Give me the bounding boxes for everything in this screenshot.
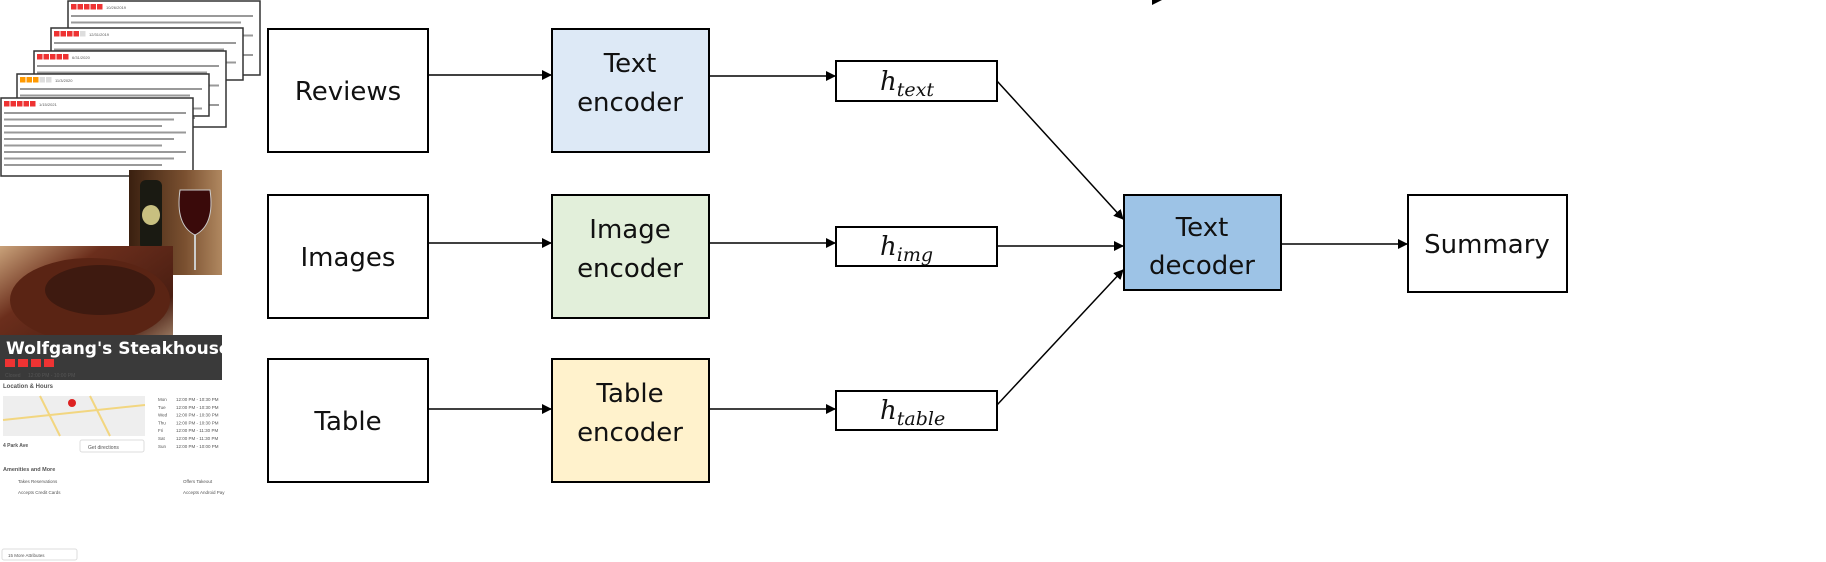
amenity-item: Accepts Android Pay — [183, 490, 225, 495]
h-subscript: text — [897, 79, 935, 101]
more-attributes-button: 15 More Attributes — [8, 553, 45, 558]
amenity-item: Offers Takeout — [183, 479, 213, 484]
business-table-thumbnail: Wolfgang's Steakhouse Closed 12:00 PM - … — [0, 335, 230, 561]
hours-time: 12:00 PM - 11:30 PM — [176, 428, 218, 433]
hours-time: 12:00 PM - 10:30 PM — [176, 397, 219, 402]
encoder-label: encoder — [577, 418, 683, 448]
get-directions-button: Get directions — [88, 445, 119, 451]
address: 4 Park Ave — [3, 443, 28, 449]
input-box-images: Images — [267, 194, 429, 319]
food-photo-thumbnail — [0, 170, 222, 370]
table-encoder-box: Table encoder — [551, 358, 710, 483]
h-subscript: table — [897, 408, 945, 430]
svg-text:himg: himg — [880, 232, 933, 266]
h-text-box: htext — [835, 60, 998, 102]
review-date: 10/26/2019 — [106, 5, 127, 10]
hours-day: Mon — [158, 397, 167, 402]
encoder-label: encoder — [577, 254, 683, 284]
h-symbol: h — [880, 396, 897, 426]
hours-time: 12:00 PM - 11:30 PM — [176, 436, 218, 441]
amenities-heading: Amenities and More — [3, 467, 55, 473]
encoder-label: Text — [603, 49, 657, 79]
hours-day: Sat — [158, 436, 166, 441]
hours-day: Tue — [158, 405, 166, 410]
input-box-table: Table — [267, 358, 429, 483]
amenity-item: Accepts Credit Cards — [18, 490, 61, 495]
input-label: Reviews — [295, 77, 401, 107]
svg-text:htable: htable — [880, 396, 945, 430]
text-encoder-box: Text encoder — [551, 28, 710, 153]
hours-time: 12:00 PM - 10:30 PM — [176, 405, 219, 410]
encoder-label: Table — [595, 379, 663, 409]
input-box-reviews: Reviews — [267, 28, 429, 153]
h-subscript: img — [897, 244, 933, 266]
hours-day: Thu — [158, 420, 166, 425]
svg-text:htext: htext — [880, 67, 934, 101]
review-card: 1/15/2021 — [0, 97, 194, 177]
h-symbol: h — [880, 232, 897, 262]
reviews-thumbnail: 10/26/2019 12/31/2019 6/31/2020 11/3/2020 1/… — [0, 0, 261, 177]
input-label: Table — [313, 407, 381, 437]
business-name: Wolfgang's Steakhouse — [6, 339, 230, 359]
location-hours-heading: Location & Hours — [3, 384, 54, 390]
review-date: 12/31/2019 — [89, 32, 110, 37]
image-encoder-box: Image encoder — [551, 194, 710, 319]
hours-day: Sun — [158, 444, 167, 449]
hours-time: 12:00 PM - 10:30 PM — [176, 420, 219, 425]
amenity-item: Takes Reservations — [18, 479, 58, 484]
review-date: 1/15/2021 — [39, 102, 58, 107]
input-label: Images — [301, 243, 396, 273]
status-closed: Closed — [5, 373, 21, 379]
hours-day: Wed — [158, 413, 168, 418]
encoder-label: Image — [589, 215, 670, 245]
decoder-label: Text — [1175, 213, 1229, 243]
review-date: 6/31/2020 — [72, 55, 91, 60]
hours-now: 12:00 PM - 10:00 PM — [28, 373, 75, 379]
decoder-label: decoder — [1149, 251, 1255, 281]
encoder-label: encoder — [577, 88, 683, 118]
hours-time: 12:00 PM - 10:00 PM — [176, 444, 219, 449]
summary-label: Summary — [1424, 230, 1550, 260]
text-decoder-box: Text decoder — [1123, 194, 1282, 291]
h-img-box: himg — [835, 226, 998, 267]
review-date: 11/3/2020 — [55, 78, 73, 83]
summary-box: Summary — [1407, 194, 1568, 293]
h-symbol: h — [880, 67, 897, 97]
arrow-h-table-to-decoder — [996, 269, 1124, 406]
hours-day: Fri — [158, 428, 163, 433]
hours-time: 12:00 PM - 10:30 PM — [176, 413, 219, 418]
h-table-box: htable — [835, 390, 998, 431]
arrow-h-text-to-decoder — [996, 80, 1124, 220]
